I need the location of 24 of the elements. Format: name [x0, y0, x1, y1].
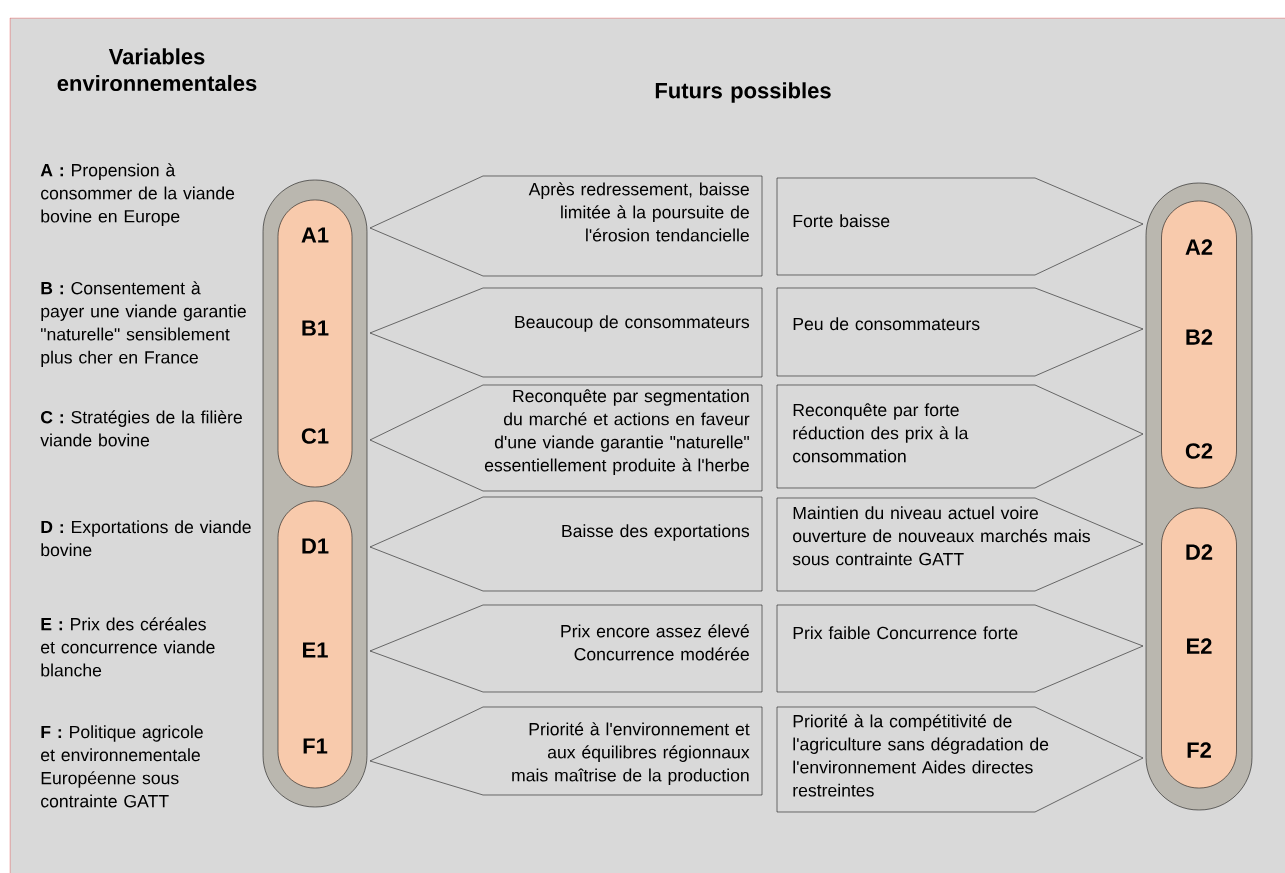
variable-label: B : Consentement à payer une viande garantie "naturelle" sensiblement plus cher en France — [41, 281, 246, 368]
pentagon-arrow-box: Baisse des exportations — [369, 496, 763, 592]
capsule: D2 E2 F2 — [1161, 507, 1237, 789]
pentagon-arrow-box: Prix encore assez élevé Concurrence modérée — [369, 604, 763, 693]
capsule: D1 E1 F1 — [277, 500, 353, 789]
pentagon-arrow-box: Beaucoup de consommateurs — [369, 287, 763, 378]
pentagon-arrow-box: Priorité à la compétitivité de l'agriculture sans dégradation de l'environnement Aides directes restreintes — [776, 706, 1144, 813]
heading: Futurs possibles — [655, 82, 831, 103]
variable-label: D : Exportations de viande bovine — [41, 520, 251, 557]
pentagon-arrow-box: Maintien du niveau actuel voire ouverture de nouveaux marchés mais sous contrainte GATT — [776, 497, 1144, 592]
heading: Variables environnementales — [57, 48, 257, 92]
pentagon-arrow-box: Reconquête par forte réduction des prix à la consommation — [776, 384, 1144, 489]
capsule: A2 B2 C2 — [1161, 200, 1237, 489]
pentagon-arrow-box: Priorité à l'environnement et aux équilibres régionnaux mais maîtrise de la production — [369, 706, 763, 796]
pentagon-arrow-box: Peu de consommateurs — [776, 287, 1144, 377]
pentagon-arrow-box: Reconquête par segmentation du marché et actions en faveur d'une viande garantie "naturelle" essentiellement produite à l'herbe — [369, 384, 763, 492]
variable-label: E : Prix des céréales et concurrence viande blanche — [41, 617, 215, 677]
variable-label: C : Stratégies de la filière viande bovine — [40, 410, 242, 447]
pentagon-arrow-box: Après redressement, baisse limitée à la poursuite de l'érosion tendancielle — [369, 175, 763, 277]
pentagon-arrow-box: Forte baisse — [776, 177, 1144, 276]
variable-label: F : Politique agricole et environnementale Européenne sous contrainte GATT — [41, 725, 203, 808]
capsule: A1 B1 C1 — [277, 199, 353, 488]
variable-label: A : Propension à consommer de la viande bovine en Europe — [40, 163, 235, 226]
pentagon-arrow-box: Prix faible Concurrence forte — [776, 604, 1144, 693]
